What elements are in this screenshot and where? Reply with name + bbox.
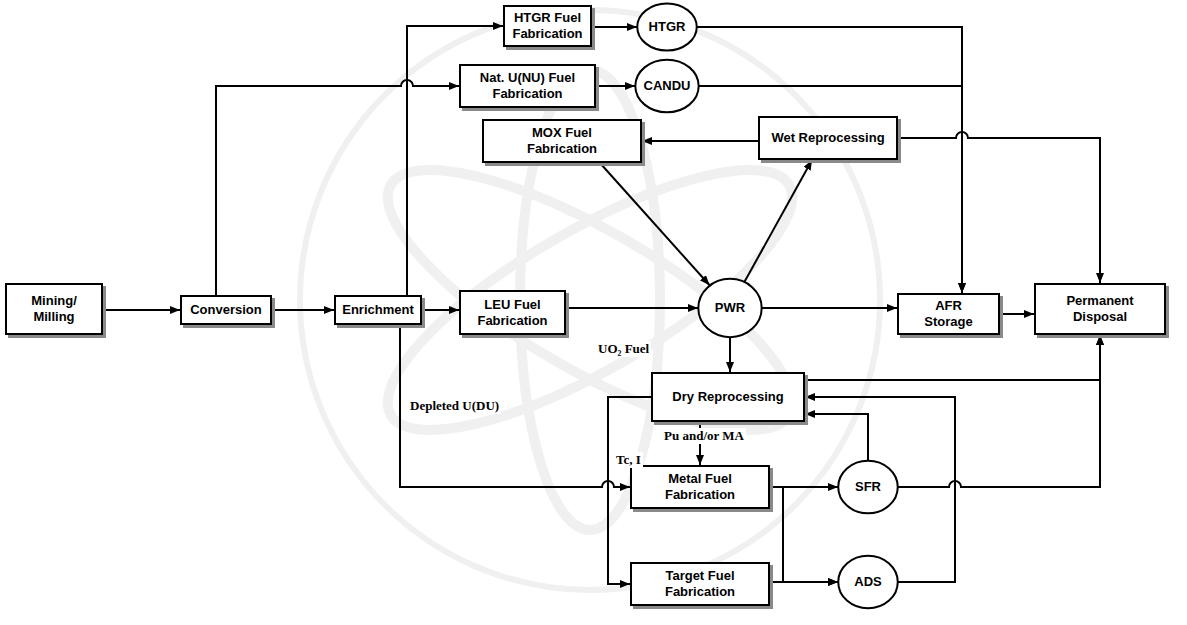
reactor-circle: ADS	[837, 554, 899, 610]
process-box: Conversion	[180, 295, 272, 325]
node-label: MOX Fuel Fabrication	[496, 125, 628, 156]
node-label: Conversion	[190, 302, 262, 318]
node-label: Wet Reprocessing	[771, 130, 884, 146]
flow-arrow	[596, 85, 635, 87]
flow-arrow	[805, 335, 1100, 380]
process-box: Mining/ Milling	[5, 283, 103, 335]
node-label: Nat. U(NU) Fuel Fabrication	[467, 70, 588, 101]
flow-arrow	[1000, 313, 1034, 315]
process-box: AFR Storage	[897, 293, 1000, 335]
process-box: HTGR Fuel Fabrication	[503, 5, 592, 47]
flow-arrow	[898, 132, 1100, 283]
flow-label: Depleted U(DU)	[408, 398, 501, 414]
flow-arrow	[745, 160, 812, 282]
flow-arrow	[697, 27, 962, 293]
node-label: Target Fuel Fabrication	[640, 568, 760, 599]
flow-arrow	[422, 309, 459, 311]
node-label: Mining/ Milling	[13, 293, 95, 324]
flow-arrow	[770, 487, 838, 582]
flow-arrow	[762, 307, 897, 309]
flow-arrow	[729, 337, 731, 372]
reactor-circle: PWR	[697, 277, 763, 339]
flow-label: Pu and/or MA	[662, 428, 746, 444]
flow-arrow	[272, 309, 334, 311]
flow-arrow	[805, 414, 868, 460]
reactor-circle: HTGR	[636, 2, 698, 52]
process-box: LEU Fuel Fabrication	[459, 290, 566, 335]
flow-arrow	[642, 140, 758, 142]
flow-label: UO₂ Fuel	[596, 341, 651, 357]
process-box: Permanent Disposal	[1034, 283, 1166, 335]
node-label: CANDU	[644, 78, 691, 94]
reactor-circle: SFR	[837, 459, 899, 515]
reactor-circle: CANDU	[634, 58, 700, 114]
process-box: Dry Reprocessing	[651, 372, 805, 422]
flow-arrow	[699, 86, 962, 293]
node-label: ADS	[854, 574, 881, 590]
flow-arrow	[898, 335, 1100, 487]
process-box: MOX Fuel Fabrication	[482, 119, 642, 163]
process-box: Metal Fuel Fabrication	[630, 465, 770, 509]
node-label: Enrichment	[342, 302, 414, 318]
flow-arrow	[103, 309, 180, 311]
flow-arrow	[216, 80, 459, 295]
node-label: HTGR	[649, 19, 686, 35]
process-box: Target Fuel Fabrication	[630, 562, 770, 606]
process-box: Enrichment	[334, 295, 422, 325]
flow-arrow	[592, 26, 637, 28]
node-label: PWR	[715, 300, 745, 316]
node-label: Dry Reprocessing	[672, 389, 783, 405]
flow-arrow	[600, 163, 710, 285]
flow-arrow	[805, 397, 955, 582]
node-label: LEU Fuel Fabrication	[467, 297, 558, 328]
process-box: Wet Reprocessing	[758, 116, 898, 160]
node-label: HTGR Fuel Fabrication	[509, 10, 586, 41]
flow-arrow	[770, 581, 838, 583]
process-box: Nat. U(NU) Fuel Fabrication	[459, 64, 596, 108]
node-label: Metal Fuel Fabrication	[640, 471, 760, 502]
node-label: SFR	[855, 479, 881, 495]
flow-label: Tc, I	[614, 452, 643, 468]
flow-arrow	[566, 307, 698, 309]
node-label: AFR Storage	[913, 298, 984, 329]
node-label: Permanent Disposal	[1046, 293, 1154, 324]
